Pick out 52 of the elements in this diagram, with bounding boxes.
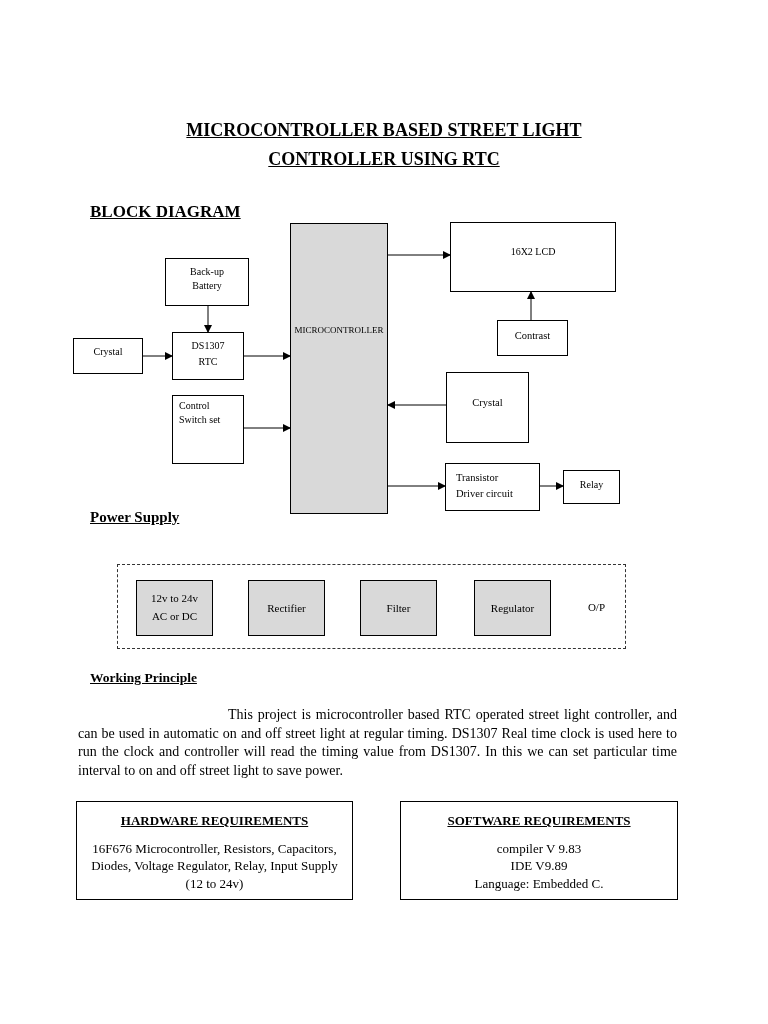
block-box: [172, 332, 244, 380]
arrow: [387, 251, 451, 259]
arrow: [387, 401, 447, 409]
block-label: Control Switch set: [179, 399, 222, 426]
block-box: [172, 395, 244, 464]
heading: HARDWARE REQUIREMENTS: [120, 812, 309, 830]
arrow: [204, 305, 212, 333]
block-box: [73, 338, 143, 374]
block-box: [497, 320, 568, 356]
block-label: Transistor Driver circuit: [456, 471, 514, 501]
block-box: [136, 580, 213, 636]
arrow: [387, 482, 446, 490]
block-box: [563, 470, 620, 504]
block-label: compiler V 9.83: [496, 839, 582, 858]
block-label: Contrast: [514, 329, 551, 343]
block-label: Regulator: [490, 600, 535, 616]
requirements-box: [76, 801, 353, 900]
block-box: [445, 463, 540, 511]
block-label: 12v to 24v AC or DC: [149, 591, 200, 624]
arrow: [539, 482, 564, 490]
block-box: [248, 580, 325, 636]
block-label: Crystal: [93, 345, 123, 359]
title: MICROCONTROLLER BASED STREET LIGHT CONTROLLER USING RTC: [186, 120, 582, 169]
block-label: Rectifier: [267, 600, 306, 616]
requirements-box: [400, 801, 678, 900]
block-label: DS1307 RTC: [190, 339, 226, 369]
block-label: MICROCONTROLLER: [294, 324, 384, 337]
output-label: O/P: [587, 600, 605, 615]
arrow: [243, 352, 291, 360]
block-label: Filter: [386, 600, 411, 616]
section-heading: BLOCK DIAGRAM: [90, 202, 241, 222]
block-label: Language: Embedded C.: [474, 874, 604, 893]
block-label: 16F676 Microcontroller, Resistors, Capacitors, Diodes, Voltage Regulator, Relay, Input Supply (12 to 24v): [90, 839, 339, 893]
block-box: [290, 223, 388, 514]
block-label: Relay: [579, 478, 604, 492]
block-box: [474, 580, 551, 636]
block-box: [450, 222, 616, 292]
paragraph: This project is microcontroller based RTC operated street light controller, and can be used in automatic on and off street light at regular timing. DS1307 Real time clock is used here to run the clock and controller will read the timing value from DS1307. In this we can set particular time interval to on and off street light to save power.: [78, 706, 677, 780]
block-box: [360, 580, 437, 636]
heading: SOFTWARE REQUIREMENTS: [447, 812, 631, 830]
section-heading: Power Supply: [90, 509, 180, 526]
dashed-group-box: [117, 564, 626, 649]
block-box: [165, 258, 249, 306]
block-label: 16X2 LCD: [510, 245, 556, 259]
block-label: Crystal: [472, 396, 503, 410]
arrow: [527, 291, 535, 321]
section-heading: Working Principle: [90, 670, 197, 686]
arrow: [243, 424, 291, 432]
block-label: Back-up Battery: [189, 265, 225, 292]
block-box: [446, 372, 529, 443]
block-label: IDE V9.89: [510, 857, 568, 875]
arrow: [142, 352, 173, 360]
